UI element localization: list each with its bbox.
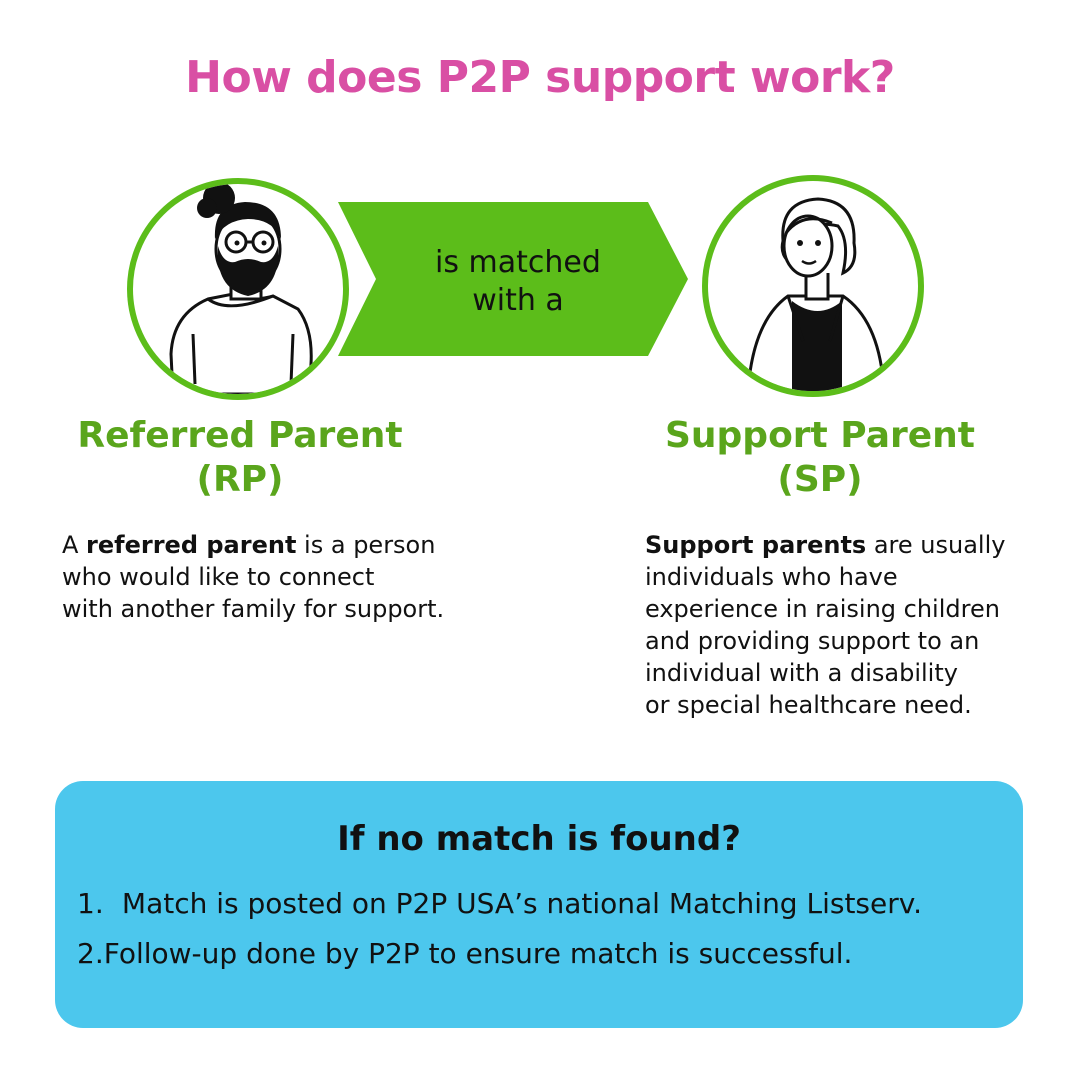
arrow-label-line1: is matched — [435, 245, 601, 280]
step-text: Match is posted on P2P USA’s national Ma… — [121, 887, 923, 920]
sp-desc-line3: experience in raising children — [645, 595, 1000, 623]
step-number: 1. — [77, 887, 104, 920]
sp-desc-bold: Support parents — [645, 531, 867, 559]
sp-desc-line4: and providing support to an — [645, 627, 980, 655]
rp-desc-line2: who would like to connect — [62, 563, 375, 591]
rp-desc-line3: with another family for support. — [62, 595, 445, 623]
sp-desc-line5: individual with a disability — [645, 659, 958, 687]
support-parent-title: Support Parent (SP) — [610, 414, 1030, 502]
list-item: 1. Match is posted on P2P USA’s national… — [77, 879, 922, 929]
woman-illustration — [746, 197, 886, 391]
arrow-shape — [338, 202, 688, 356]
support-parent-title-line1: Support Parent — [664, 415, 976, 456]
arrow-label: is matched with a — [358, 244, 678, 320]
no-match-panel: If no match is found? 1. Match is posted… — [55, 781, 1023, 1028]
no-match-steps: 1. Match is posted on P2P USA’s national… — [77, 879, 922, 979]
matched-with-arrow: is matched with a — [338, 202, 688, 356]
sp-desc-rest: are usually — [866, 531, 1006, 559]
referred-parent-title: Referred Parent (RP) — [30, 414, 450, 502]
no-match-title: If no match is found? — [337, 819, 741, 859]
rp-desc-prefix: A — [62, 531, 87, 559]
referred-parent-title-line1: Referred Parent — [77, 415, 403, 456]
bearded-man-illustration — [169, 184, 313, 394]
rp-desc-rest: is a person — [296, 531, 436, 559]
referred-parent-title-line2: (RP) — [196, 459, 284, 500]
support-parent-title-line2: (SP) — [777, 459, 863, 500]
referred-parent-avatar — [127, 178, 349, 400]
rp-desc-bold: referred parent — [86, 531, 297, 559]
referred-parent-description: A referred parent is a person who would … — [62, 529, 502, 625]
step-text: Follow-up done by P2P to ensure match is… — [103, 937, 853, 970]
arrow-label-line2: with a — [472, 283, 564, 318]
step-number: 2. — [77, 937, 104, 970]
page-title: How does P2P support work? — [185, 52, 895, 103]
support-parent-description: Support parents are usually individuals … — [645, 529, 1055, 721]
support-parent-avatar — [702, 175, 924, 397]
sp-desc-line2: individuals who have — [645, 563, 898, 591]
sp-desc-line6: or special healthcare need. — [645, 691, 972, 719]
list-item: 2.Follow-up done by P2P to ensure match … — [77, 929, 922, 979]
